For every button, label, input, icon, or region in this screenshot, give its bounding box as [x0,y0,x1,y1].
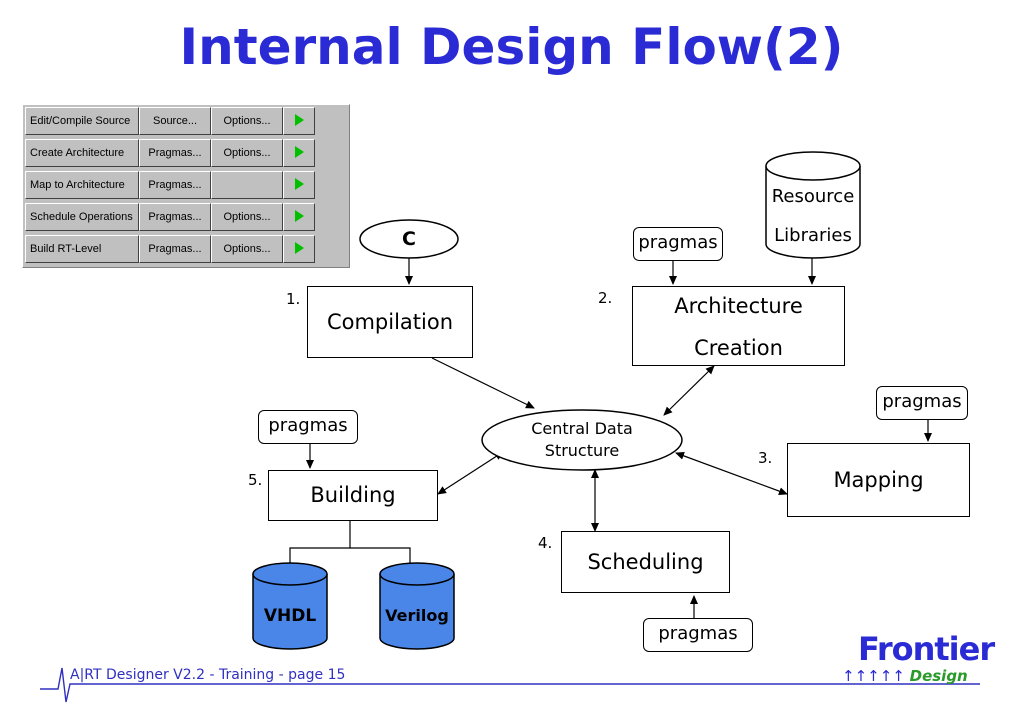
options-button[interactable]: Options... [211,139,283,167]
design-flow-toolbar: Edit/Compile Source Source... Options...… [22,104,350,268]
scheduling-box: Scheduling [561,531,730,593]
run-button[interactable] [283,171,315,199]
pragmas-button[interactable]: Pragmas... [139,203,211,231]
arrow-compilation-to-central [431,357,535,409]
central-data-structure-ellipse [481,409,683,471]
logo-subtitle: ↑↑↑↑↑ Design [842,667,968,685]
options-button-empty [211,171,283,199]
logo-arrows: ↑↑↑↑↑ [842,667,905,685]
options-button[interactable]: Options... [211,235,283,263]
play-icon [294,178,304,191]
step-label: Create Architecture [25,139,139,167]
play-icon [294,114,304,127]
logo-design: Design [909,667,968,685]
step-label: Edit/Compile Source [25,107,139,135]
central-line2: Structure [544,441,620,460]
verilog-label: Verilog [385,606,449,625]
pragmas-button[interactable]: Pragmas... [139,235,211,263]
footer-line [40,667,980,703]
run-button[interactable] [283,139,315,167]
step-label: Map to Architecture [25,171,139,199]
step-number: 1. [286,290,301,308]
architecture-label: Architecture [674,294,803,318]
resource-libraries-cylinder [765,151,861,259]
step-label: Build RT-Level [25,235,139,263]
vhdl-label: VHDL [263,606,317,626]
play-icon [294,146,304,159]
resource-label: Resource [771,186,855,207]
building-box: Building [268,470,438,521]
pragmas-button[interactable]: Pragmas... [139,171,211,199]
step-number: 2. [598,289,613,307]
source-button[interactable]: Source... [139,107,211,135]
options-button[interactable]: Options... [211,203,283,231]
step-number: 4. [538,534,553,552]
compilation-box: Compilation [307,286,473,358]
frontier-logo: Frontier [858,630,995,668]
run-button[interactable] [283,107,315,135]
arrow-central-architecture [663,365,715,416]
run-button[interactable] [283,203,315,231]
pragmas-button[interactable]: Pragmas... [139,139,211,167]
pragmas-mapping: pragmas [876,386,968,420]
arrow-central-mapping [675,452,788,495]
step-number: 3. [758,449,773,467]
pragmas-building: pragmas [258,410,358,444]
libraries-label: Libraries [774,225,852,246]
play-icon [294,210,304,223]
c-input-ellipse [359,219,459,259]
central-line1: Central Data [531,419,633,438]
footer-text: A|RT Designer V2.2 - Training - page 15 [70,667,346,683]
pragmas-architecture: pragmas [633,227,723,261]
verilog-cylinder [379,562,455,650]
c-input-label: C [402,228,416,250]
creation-label: Creation [694,336,783,360]
pragmas-scheduling: pragmas [643,618,753,652]
slide-title: Internal Design Flow(2) [179,18,844,76]
architecture-creation-box: Architecture Creation [632,286,845,366]
link-building-vhdl [289,521,351,570]
play-icon [294,242,304,255]
step-number: 5. [248,471,263,489]
options-button[interactable]: Options... [211,107,283,135]
step-label: Schedule Operations [25,203,139,231]
mapping-box: Mapping [787,443,970,517]
run-button[interactable] [283,235,315,263]
vhdl-cylinder [252,562,328,650]
arrow-central-building [437,451,504,495]
